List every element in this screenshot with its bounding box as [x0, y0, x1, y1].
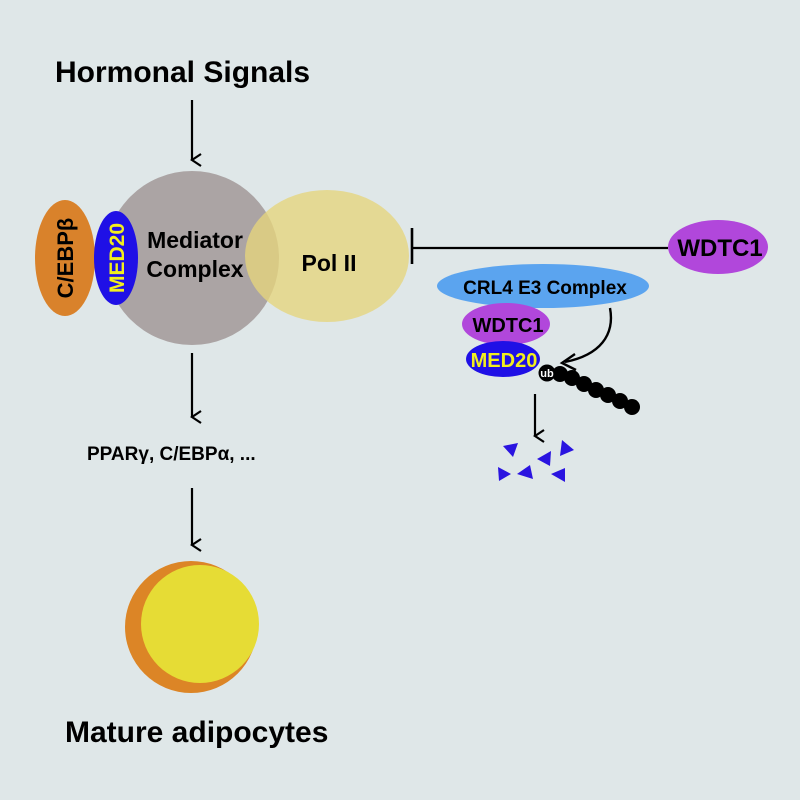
ubiquitination-arrow: [564, 307, 613, 364]
degraded-fragments: [498, 440, 574, 482]
ub-bead: [588, 382, 604, 398]
wdtc1-inhibitor: [668, 220, 768, 274]
crl4-label: CRL4 E3 Complex: [463, 278, 627, 299]
fragment: [537, 451, 551, 466]
pol-ii: [245, 190, 409, 322]
fragment: [551, 468, 565, 482]
outcome-label: Mature adipocytes: [65, 716, 328, 749]
ubiquitination-arrowhead: [559, 353, 577, 372]
mediator-complex: [105, 171, 279, 345]
wdtc1-bound-label: WDTC1: [472, 315, 543, 337]
ub-bead-first: [538, 364, 556, 382]
title-hormonal-signals: Hormonal Signals: [55, 56, 310, 89]
ub-label: ub: [540, 368, 554, 380]
mediator-label-line1: Mediator: [147, 227, 243, 253]
fragment: [503, 443, 518, 457]
cebpb-label: C/EBPβ: [53, 218, 78, 299]
cebpb-protein: [35, 200, 95, 316]
mediator-label-line2: Complex: [146, 256, 243, 282]
ub-bead: [612, 393, 628, 409]
target-genes-label: PPARγ, C/EBPα, ...: [87, 444, 256, 465]
ub-bead: [576, 376, 592, 392]
med20-ubiquitinated: [466, 341, 540, 377]
pol-ii-label: Pol II: [302, 250, 357, 276]
fragment: [560, 440, 574, 456]
fragment: [498, 467, 511, 481]
med20-protein: [94, 211, 138, 305]
ubiquitin-chain: ub: [538, 364, 640, 415]
adipocyte-lipid-droplet: [141, 565, 259, 683]
ub-bead: [600, 387, 616, 403]
med20-ub-label: MED20: [471, 350, 538, 372]
fragment: [517, 465, 533, 479]
ub-bead: [624, 399, 640, 415]
wdtc1-bound: [462, 303, 550, 345]
med20-label: MED20: [106, 223, 129, 293]
wdtc1-inhibitor-label: WDTC1: [677, 235, 762, 262]
ub-bead: [552, 366, 568, 382]
crl4-e3-complex: [437, 264, 649, 308]
